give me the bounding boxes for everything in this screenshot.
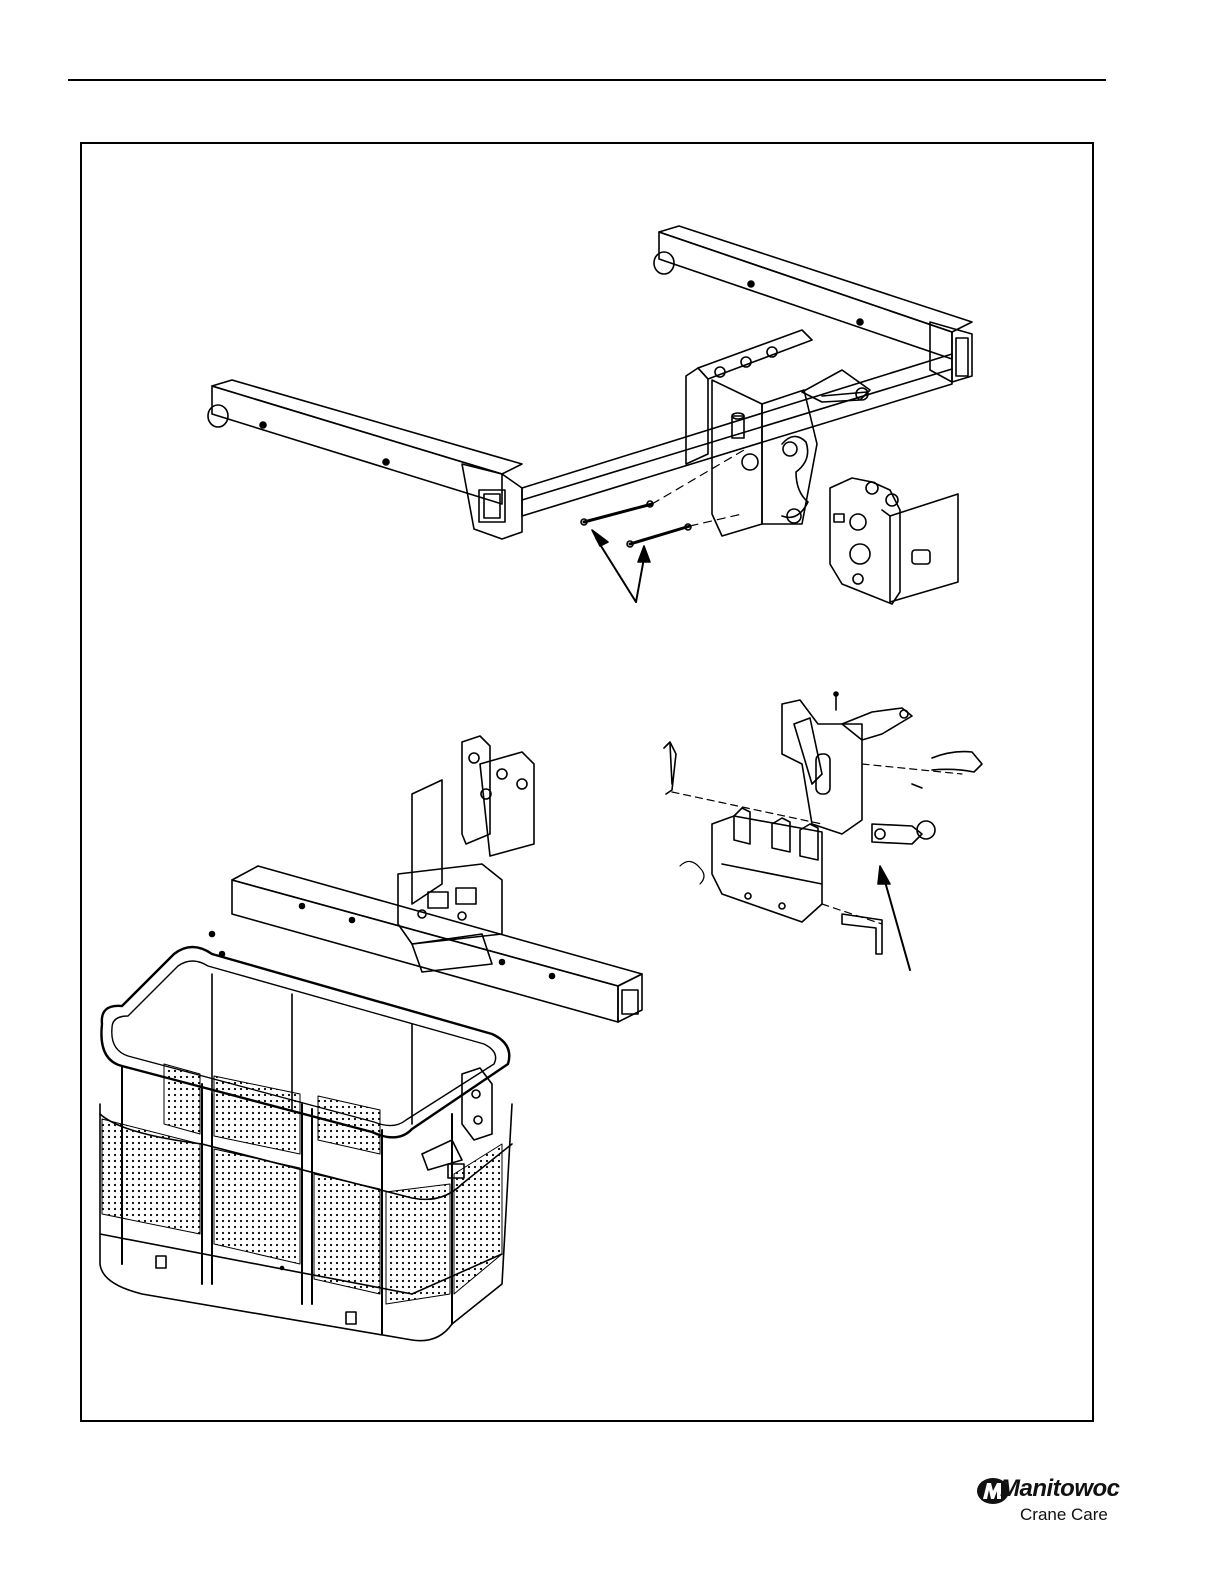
figure-frame bbox=[80, 142, 1094, 1422]
logo-brand: Manitowoc bbox=[1000, 1475, 1120, 1503]
rotator-bracket-exploded bbox=[664, 692, 982, 954]
boom-extension-frame bbox=[208, 226, 972, 604]
mounting-bracket-assembly bbox=[398, 736, 534, 972]
logo-subtitle: Crane Care bbox=[1020, 1505, 1108, 1525]
callout-arrow-bracket bbox=[878, 866, 910, 970]
personnel-basket bbox=[100, 866, 642, 1341]
header-rule bbox=[68, 79, 1106, 81]
manitowoc-crane-care-logo: Manitowoc Crane Care bbox=[970, 1475, 1110, 1555]
